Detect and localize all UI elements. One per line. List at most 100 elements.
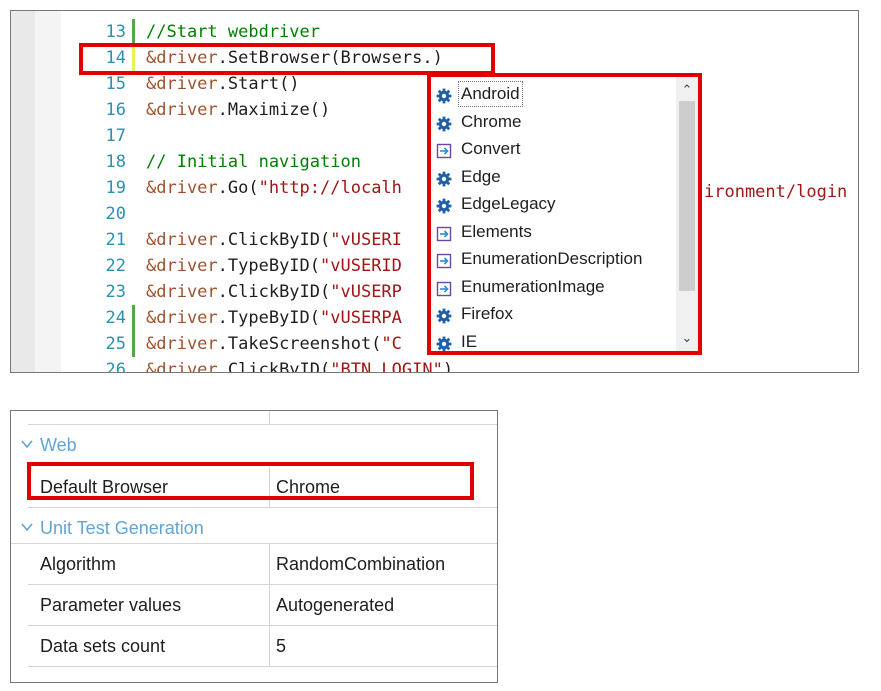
code-text[interactable]: &driver.Start() (146, 71, 300, 97)
code-token: "C (381, 334, 402, 354)
code-text[interactable]: &driver.ClickByID("vUSERP (146, 279, 402, 305)
chevron-down-icon[interactable] (20, 437, 34, 451)
code-line[interactable]: 17 (11, 123, 858, 149)
change-marker (132, 19, 135, 45)
code-token: ) (442, 360, 454, 373)
code-line[interactable]: 16&driver.Maximize() (11, 97, 858, 123)
code-text[interactable]: //Start webdriver (146, 19, 320, 45)
autocomplete-item-label: EdgeLegacy (461, 194, 556, 213)
property-name: Default Browser (40, 477, 169, 497)
property-parameter-values[interactable]: Parameter values Autogenerated (11, 585, 497, 626)
autocomplete-item-firefox[interactable]: Firefox (431, 300, 679, 327)
code-line[interactable]: 25&driver.TakeScreenshot("C (11, 331, 858, 357)
code-token: &driver (146, 48, 218, 68)
code-line[interactable]: 23&driver.ClickByID("vUSERP (11, 279, 858, 305)
code-token: .ClickByID( (217, 360, 331, 373)
property-default-browser[interactable]: Default Browser Chrome (11, 467, 497, 508)
category-web[interactable]: Web (11, 425, 497, 466)
code-token: &driver (146, 230, 218, 250)
line-number: 13 (105, 22, 126, 42)
property-value[interactable]: 5 (276, 636, 287, 656)
method-arrow-icon (436, 223, 452, 241)
line-number: 20 (105, 204, 126, 224)
code-text[interactable]: // Initial navigation (146, 149, 361, 175)
code-token: .SetBrowser(Browsers.) (217, 48, 443, 68)
gear-icon (436, 168, 452, 186)
autocomplete-item-enumerationimage[interactable]: EnumerationImage (431, 273, 679, 300)
autocomplete-item-label: Android (458, 81, 523, 107)
line-number: 23 (105, 282, 126, 302)
code-text[interactable]: &driver.ClickByID("vUSERI (146, 227, 402, 253)
code-text[interactable]: &driver.SetBrowser(Browsers.) (146, 45, 443, 71)
code-token: "vUSERP (330, 282, 402, 302)
autocomplete-item-edge[interactable]: Edge (431, 163, 679, 190)
default-browser-highlight (27, 462, 474, 500)
code-line[interactable]: 20 (11, 201, 858, 227)
code-line[interactable]: 26&driver.ClickByID("BTN_LOGIN") (11, 357, 858, 373)
scroll-up-button[interactable]: ⌃ (681, 82, 693, 97)
code-token: .TakeScreenshot( (217, 334, 382, 354)
code-token: "vUSERID (320, 256, 402, 276)
code-text[interactable]: &driver.TakeScreenshot("C (146, 331, 402, 357)
properties-panel: Web Default Browser Chrome Unit Test Gen… (10, 410, 498, 683)
autocomplete-item-label: EnumerationDescription (461, 249, 643, 268)
property-algorithm[interactable]: Algorithm RandomCombination (11, 543, 497, 585)
code-token: &driver (146, 100, 218, 120)
method-arrow-icon (436, 278, 452, 296)
property-name: Data sets count (40, 636, 166, 656)
gear-icon (436, 85, 452, 104)
code-line[interactable]: 22&driver.TypeByID("vUSERID (11, 253, 858, 279)
autocomplete-item-android[interactable]: Android (431, 80, 679, 107)
code-token: &driver (146, 360, 218, 373)
code-token: //Start webdriver (146, 22, 320, 42)
line-number: 16 (105, 100, 126, 120)
autocomplete-item-ie[interactable]: IE (431, 328, 679, 355)
line-number: 18 (105, 152, 126, 172)
scrollbar-thumb[interactable] (679, 101, 695, 291)
code-text[interactable]: &driver.TypeByID("vUSERID (146, 253, 402, 279)
code-text[interactable]: &driver.ClickByID("BTN_LOGIN") (146, 357, 454, 373)
autocomplete-item-elements[interactable]: Elements (431, 218, 679, 245)
line-number: 22 (105, 256, 126, 276)
code-line[interactable]: 21&driver.ClickByID("vUSERI (11, 227, 858, 253)
chevron-down-icon[interactable] (20, 520, 34, 534)
scroll-down-button[interactable]: ⌄ (681, 330, 693, 345)
autocomplete-item-enumerationdescription[interactable]: EnumerationDescription (431, 245, 679, 272)
change-marker (132, 305, 135, 331)
autocomplete-item-chrome[interactable]: Chrome (431, 108, 679, 135)
code-line[interactable]: 19&driver.Go("http://localh (11, 175, 858, 201)
autocomplete-scrollbar[interactable]: ⌃ ⌄ (676, 77, 698, 351)
code-token: &driver (146, 334, 218, 354)
autocomplete-item-edgelegacy[interactable]: EdgeLegacy (431, 190, 679, 217)
line-number: 17 (105, 126, 126, 146)
code-text[interactable]: &driver.Go("http://localh (146, 175, 402, 201)
code-token: // Initial navigation (146, 152, 361, 172)
code-text[interactable]: &driver.Maximize() (146, 97, 330, 123)
code-line[interactable]: 24&driver.TypeByID("vUSERPA (11, 305, 858, 331)
code-text[interactable]: &driver.TypeByID("vUSERPA (146, 305, 402, 331)
gear-icon (436, 195, 452, 214)
code-line-19-overflow: ironment/login (704, 182, 848, 202)
autocomplete-item-convert[interactable]: Convert (431, 135, 679, 162)
code-line[interactable]: 18 // Initial navigation (11, 149, 858, 175)
autocomplete-item-label: Firefox (461, 304, 513, 323)
code-line[interactable]: 14&driver.SetBrowser(Browsers.) (11, 45, 858, 71)
line-number: 25 (105, 334, 126, 354)
autocomplete-item-label: Chrome (461, 111, 522, 131)
code-line[interactable]: 13 //Start webdriver (11, 19, 858, 45)
line-number: 26 (105, 360, 126, 373)
category-unit-test-generation[interactable]: Unit Test Generation (11, 508, 497, 549)
code-line[interactable]: 15&driver.Start() (11, 71, 858, 97)
property-value[interactable]: Autogenerated (276, 595, 395, 615)
code-token: "http://localh (258, 178, 402, 198)
code-token: .Start() (217, 74, 300, 94)
gear-icon (436, 333, 452, 351)
property-value[interactable]: Chrome (276, 477, 341, 497)
property-data-sets-count[interactable]: Data sets count 5 (11, 626, 497, 667)
code-token: &driver (146, 308, 218, 328)
code-token: .ClickByID( (217, 282, 331, 302)
property-value[interactable]: RandomCombination (276, 554, 446, 574)
line-number: 19 (105, 178, 126, 198)
